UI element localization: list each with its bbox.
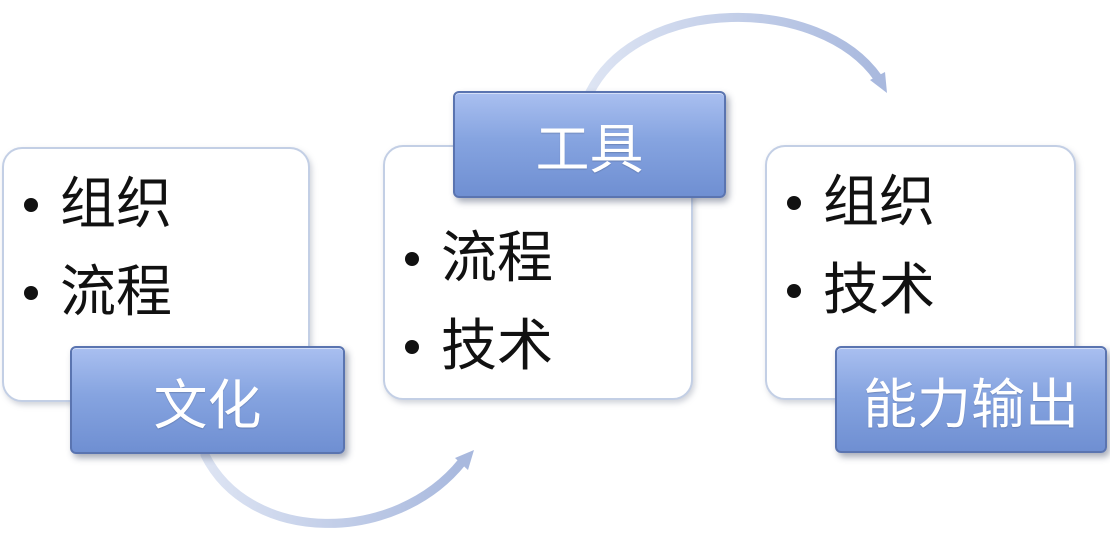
bullet-text: 技术 <box>823 258 935 323</box>
bullet-dot-icon <box>787 196 801 210</box>
curved-arrow-top <box>585 13 883 97</box>
bullet-text: 技术 <box>441 314 553 379</box>
bullet-dot-icon <box>24 198 38 212</box>
bullet-list: 流程 技术 <box>405 215 553 391</box>
stage-tag-capability-output: 能力输出 <box>835 346 1107 453</box>
bullet-text: 流程 <box>441 226 553 291</box>
bullet-item: 流程 <box>405 215 553 303</box>
bullet-item: 流程 <box>24 249 172 337</box>
bullet-item: 组织 <box>24 161 172 249</box>
stage-tag-culture: 文化 <box>70 346 345 454</box>
bullet-dot-icon <box>787 284 801 298</box>
arrowhead-top-icon <box>870 72 887 93</box>
bullet-text: 组织 <box>60 172 172 237</box>
stage-card-culture: 组织 流程 <box>2 147 310 402</box>
bullet-dot-icon <box>405 340 419 354</box>
bullet-item: 技术 <box>405 303 553 391</box>
arrowhead-bottom-icon <box>455 450 474 470</box>
bullet-list: 组织 技术 <box>787 159 935 335</box>
bullet-dot-icon <box>24 286 38 300</box>
curved-arrow-bottom <box>200 450 467 528</box>
bullet-item: 技术 <box>787 247 935 335</box>
bullet-text: 组织 <box>823 170 935 235</box>
stage-tag-tools: 工具 <box>453 91 726 198</box>
bullet-dot-icon <box>405 252 419 266</box>
bullet-item: 组织 <box>787 159 935 247</box>
bullet-text: 流程 <box>60 260 172 325</box>
bullet-list: 组织 流程 <box>24 161 172 337</box>
